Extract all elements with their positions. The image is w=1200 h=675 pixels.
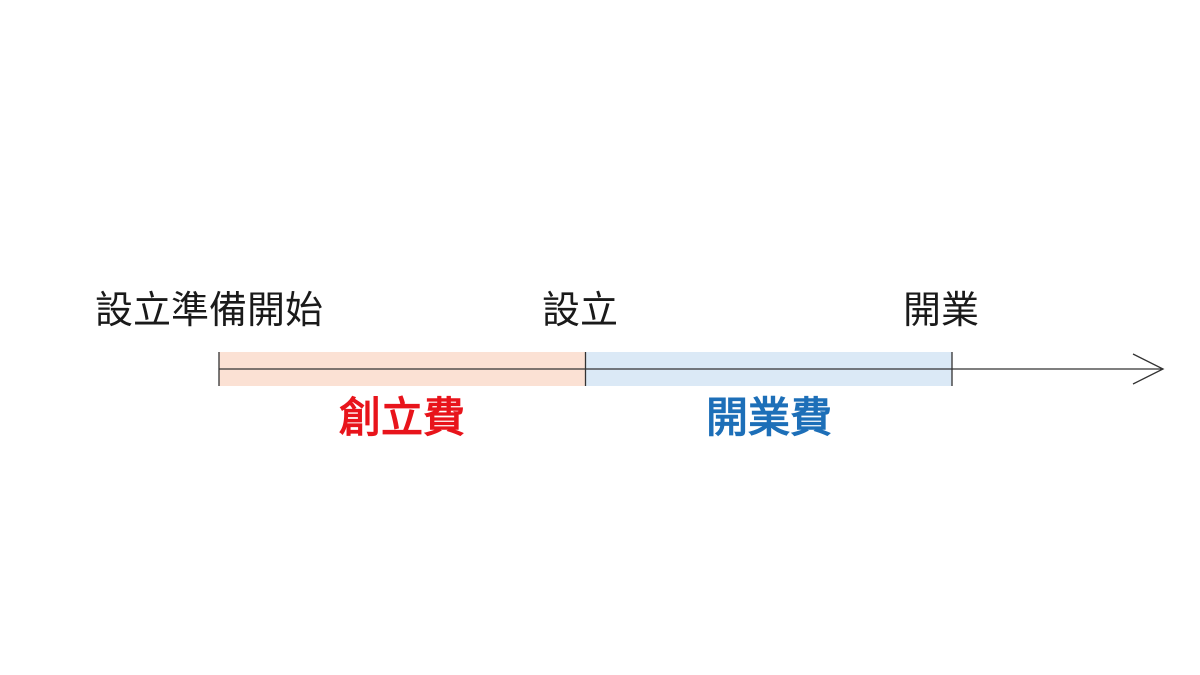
milestone-label-opening: 開業 bbox=[903, 288, 980, 332]
opening-cost-label: 開業費 bbox=[705, 393, 832, 442]
milestone-label-founding: 設立 bbox=[542, 288, 619, 332]
timeline-arrowhead bbox=[1132, 353, 1165, 385]
milestone-label-preparation-start: 設立準備開始 bbox=[95, 288, 324, 332]
founding-cost-label: 創立費 bbox=[338, 393, 465, 442]
